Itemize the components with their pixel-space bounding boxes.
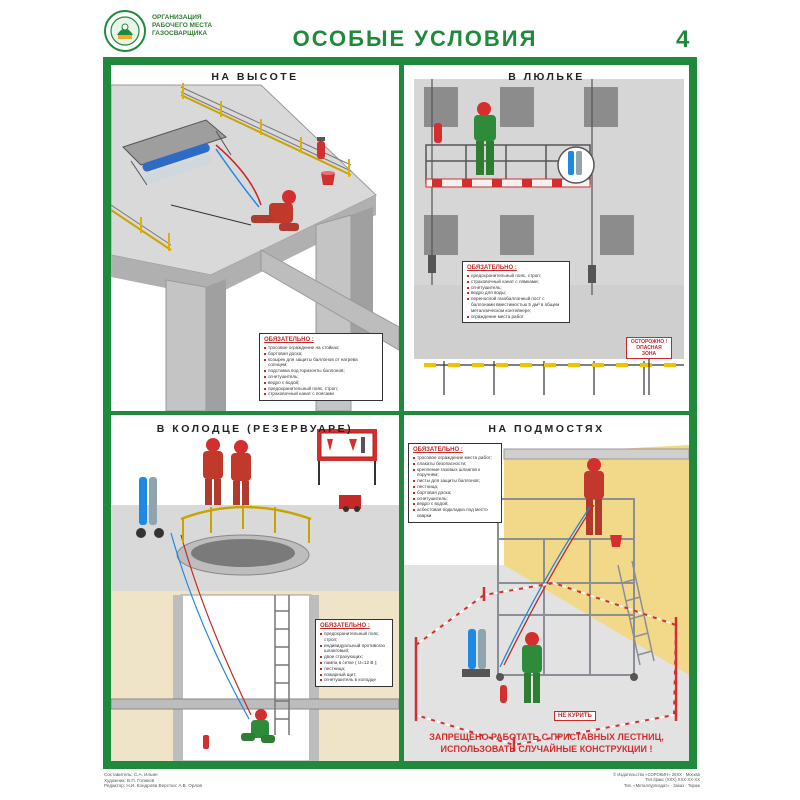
list-item: предохранительный пояс, строп; bbox=[467, 273, 565, 279]
list-item: огнетушитель; bbox=[413, 496, 497, 502]
list-item: лестница; bbox=[320, 666, 388, 672]
panel-on-scaffold: НА ПОДМОСТЯХ ОБЯЗАТЕЛЬНО : тросовое огра… bbox=[404, 415, 689, 761]
poster-frame: НА ВЫСОТЕ ОБЯЗАТЕЛЬНО : тросовое огражде… bbox=[103, 57, 697, 769]
list-item: двое страхующих; bbox=[320, 654, 388, 660]
list-item: бортовая доска; bbox=[264, 351, 378, 357]
panel-title-on-scaffold: НА ПОДМОСТЯХ bbox=[488, 423, 605, 435]
credits-right: © Издательство «СОРОКИН» 20XX · Москва Т… bbox=[613, 772, 700, 788]
requirements-box-scaffold: ОБЯЗАТЕЛЬНО : тросовое ограждение места … bbox=[408, 443, 502, 523]
publisher-logo bbox=[104, 10, 146, 52]
list-item: пожарный щит; bbox=[320, 672, 388, 678]
list-item: подставка под горизонты баллонов; bbox=[264, 368, 378, 374]
page-title: ОСОБЫЕ УСЛОВИЯ bbox=[292, 26, 538, 51]
list-item: тросовое ограждение места работ; bbox=[413, 455, 497, 461]
credits-left: Составитель: С.А. Ильин Художник: В.П. Г… bbox=[104, 772, 203, 789]
list-item: предохранительный пояс, строп; bbox=[320, 631, 388, 643]
at-height-illustration bbox=[111, 65, 399, 411]
list-item: огнетушитель; bbox=[467, 285, 565, 291]
requirements-box-well: ОБЯЗАТЕЛЬНО : предохранительный пояс, ст… bbox=[315, 619, 393, 688]
list-item: предохранительный пояс, строп; bbox=[264, 386, 378, 392]
scaffold-prohibition-warning: ЗАПРЕЩЕНО РАБОТАТЬ С ПРИСТАВНЫХ ЛЕСТНИЦ,… bbox=[429, 732, 664, 754]
panel-in-cradle: В ЛЮЛЬКЕ ОБЯЗАТЕЛЬНО : предохранительный… bbox=[404, 65, 689, 411]
list-item: плакаты безопасности; bbox=[413, 461, 497, 467]
requirements-box-cradle: ОБЯЗАТЕЛЬНО : предохранительный пояс, ст… bbox=[462, 261, 570, 324]
welder-figure bbox=[251, 190, 299, 231]
no-smoking-sign: НЕ КУРИТЬ bbox=[554, 711, 596, 721]
list-item: бортовая доска; bbox=[413, 490, 497, 496]
list-item: ведро с водой; bbox=[413, 501, 497, 507]
cradle-illustration bbox=[404, 65, 689, 411]
list-item: ограждение места работ bbox=[467, 314, 565, 320]
panel-at-height: НА ВЫСОТЕ ОБЯЗАТЕЛЬНО : тросовое огражде… bbox=[111, 65, 399, 411]
list-item: ведро с водой; bbox=[264, 380, 378, 386]
panel-title-in-well: В КОЛОДЦЕ (РЕЗЕРВУАРЕ) bbox=[156, 423, 354, 435]
list-item: лампа в сетке ( U=12 В ); bbox=[320, 660, 388, 666]
list-item: листы для защиты баллонов; bbox=[413, 478, 497, 484]
panel-title-in-cradle: В ЛЮЛЬКЕ bbox=[508, 71, 585, 83]
requirements-box-height: ОБЯЗАТЕЛЬНО : тросовое ограждение на сто… bbox=[259, 333, 383, 402]
list-item: тросовое ограждение на стойках; bbox=[264, 345, 378, 351]
well-illustration bbox=[111, 415, 399, 761]
sheet-number: 4 bbox=[676, 26, 690, 53]
scaffold-illustration bbox=[404, 415, 689, 761]
list-item: лестница; bbox=[413, 484, 497, 490]
panel-in-well: В КОЛОДЦЕ (РЕЗЕРВУАРЕ) ОБЯЗАТЕЛЬНО : пре… bbox=[111, 415, 399, 761]
list-item: страховочный канат с лямками; bbox=[467, 279, 565, 285]
list-item: страховочный канат с поясами bbox=[264, 391, 378, 397]
list-item: переносной газобаллонный пост с баллонам… bbox=[467, 296, 565, 313]
list-item: огнетушитель в колодце bbox=[320, 677, 388, 683]
list-item: ведро для воды; bbox=[467, 290, 565, 296]
list-item: индивидуальный противогаз шланговый; bbox=[320, 643, 388, 655]
list-item: крепление газовых шлангов к поручням; bbox=[413, 467, 497, 479]
list-item: огнетушитель; bbox=[264, 374, 378, 380]
danger-zone-sign: ОСТОРОЖНО ! ОПАСНАЯ ЗОНА bbox=[626, 337, 672, 359]
list-item: асбестовая подкладка под место сварки bbox=[413, 507, 497, 519]
organization-caption: ОРГАНИЗАЦИЯ РАБОЧЕГО МЕСТА ГАЗОСВАРЩИКА bbox=[152, 14, 213, 37]
list-item: козырек для защиты баллонов от нагрева с… bbox=[264, 357, 378, 369]
panel-title-at-height: НА ВЫСОТЕ bbox=[211, 71, 299, 83]
